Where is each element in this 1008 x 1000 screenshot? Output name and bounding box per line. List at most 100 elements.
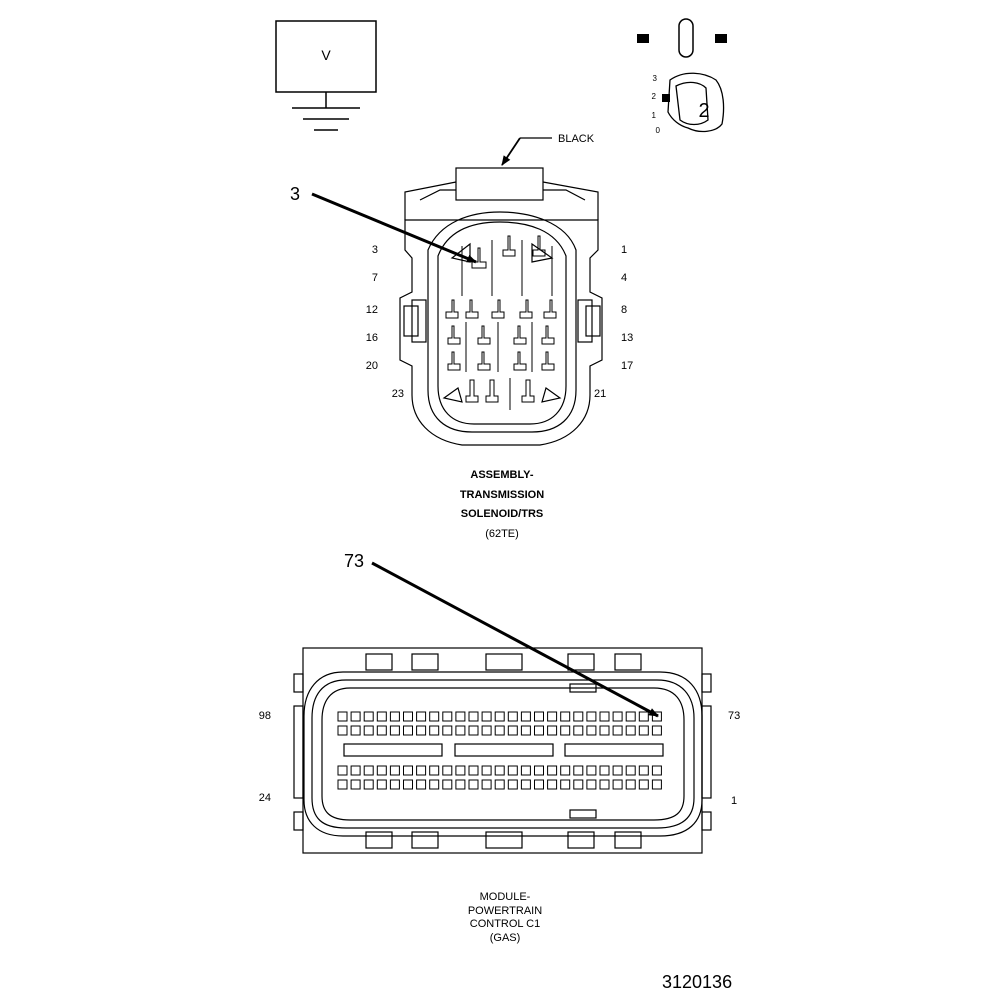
pcm-cavity xyxy=(468,779,479,790)
pcm-cavity xyxy=(455,711,466,722)
pcm-cavity xyxy=(520,779,531,790)
pcm-cavity xyxy=(363,779,374,790)
pin-label-23: 23 xyxy=(392,388,404,400)
probe-pin-label: 3 xyxy=(290,184,300,204)
pcm-cavity xyxy=(573,779,584,790)
pin-label-20: 20 xyxy=(366,360,378,372)
pcm-cavity xyxy=(337,765,348,776)
voltmeter-label: V xyxy=(321,47,331,63)
pcm-cavity xyxy=(429,779,440,790)
pcm-cavity xyxy=(442,765,453,776)
top-connector-pin-labels: 3 7 12 16 20 23 1 4 8 13 17 21 xyxy=(366,244,634,400)
pcm-cavity xyxy=(455,779,466,790)
pcm-cavity xyxy=(403,711,413,722)
pcm-cavity xyxy=(389,779,400,790)
pcm-cavity xyxy=(481,779,492,790)
pcm-cavity xyxy=(494,765,505,776)
probe-arrow-pin-3: 3 xyxy=(290,184,477,264)
pcm-cavity xyxy=(520,725,531,736)
bottom-connector-title: MODULE- POWERTRAIN CONTROL C1 (GAS) xyxy=(430,891,580,945)
pcm-cavity xyxy=(416,711,427,722)
pcm-cavity xyxy=(363,711,374,722)
pcm-cavity xyxy=(416,765,427,776)
pcm-cavity xyxy=(560,765,571,776)
pcm-cavity xyxy=(468,711,479,722)
pcm-cavity xyxy=(586,779,597,790)
pcm-cavity xyxy=(612,711,623,722)
pcm-cavity xyxy=(638,779,649,790)
pcm-cavity xyxy=(481,725,492,736)
pcm-cavity xyxy=(442,711,453,722)
pcm-cavity xyxy=(442,779,453,790)
pin-label-98: 98 xyxy=(259,710,271,722)
pcm-cavity xyxy=(599,711,610,722)
pcm-cavity xyxy=(389,725,400,736)
ground-icon xyxy=(292,107,360,131)
bottom-title-line-3: CONTROL C1 xyxy=(469,918,541,930)
pcm-cavity xyxy=(350,779,361,790)
color-callout-label: BLACK xyxy=(558,133,595,145)
gauge-scale-1: 1 xyxy=(652,111,657,120)
pcm-cavity xyxy=(376,725,387,736)
pcm-cavity xyxy=(560,725,571,736)
pcm-cavity xyxy=(481,765,492,776)
pin-label-3: 3 xyxy=(372,244,378,256)
pin-label-24: 24 xyxy=(259,792,271,804)
pcm-cavity xyxy=(534,711,544,722)
pcm-cavity xyxy=(337,725,348,736)
probe-arrow-pin-73: 73 xyxy=(344,551,659,718)
pcm-cavity xyxy=(573,765,584,776)
voltmeter-symbol: V xyxy=(275,20,377,131)
pcm-cavity xyxy=(468,765,479,776)
gauge-scale-0: 0 xyxy=(656,126,661,135)
pin-label-16: 16 xyxy=(366,332,378,344)
pcm-cavity xyxy=(547,725,558,736)
pcm-cavity xyxy=(547,711,558,722)
pcm-cavity xyxy=(403,765,413,776)
pcm-cavity xyxy=(442,725,453,736)
pcm-cavity xyxy=(651,779,662,790)
top-title-line-2: TRANSMISSION xyxy=(459,488,545,501)
pcm-cavity xyxy=(455,765,466,776)
pcm-c1-connector xyxy=(293,647,712,854)
pin-label-12: 12 xyxy=(366,304,378,316)
pcm-cavity xyxy=(389,765,400,776)
pcm-cavity xyxy=(651,765,662,776)
pcm-cavity xyxy=(429,711,440,722)
pcm-cavity xyxy=(350,765,361,776)
pcm-cavity xyxy=(625,725,636,736)
pcm-cavity xyxy=(507,765,518,776)
pcm-terminal-cavities xyxy=(337,711,662,790)
pcm-cavity xyxy=(507,725,518,736)
top-title-line-3: SOLENOID/TRS xyxy=(460,508,544,520)
terminal-probe-icon xyxy=(637,18,727,58)
pin-label-13: 13 xyxy=(621,332,633,344)
pcm-cavity xyxy=(625,779,636,790)
pcm-cavity xyxy=(586,725,597,736)
top-title-line-1: ASSEMBLY- xyxy=(470,469,534,481)
pcm-cavity xyxy=(612,765,623,776)
pcm-cavity xyxy=(638,725,649,736)
pcm-cavity xyxy=(612,779,623,790)
pcm-cavity xyxy=(507,711,518,722)
pin-label-17: 17 xyxy=(621,360,633,372)
top-connector-title: ASSEMBLY- TRANSMISSION SOLENOID/TRS (62T… xyxy=(420,466,584,544)
pcm-cavity xyxy=(494,711,505,722)
pin-label-1: 1 xyxy=(621,244,627,256)
pcm-cavity xyxy=(494,725,505,736)
pcm-cavity xyxy=(363,765,374,776)
pcm-cavity xyxy=(494,779,505,790)
pcm-cavity xyxy=(429,765,440,776)
pin-label-4: 4 xyxy=(621,272,627,284)
bottom-connector-pin-labels: 98 24 73 1 xyxy=(259,710,741,807)
transmission-solenoid-connector xyxy=(399,167,603,446)
pcm-cavity xyxy=(625,765,636,776)
probe-pin-73-label: 73 xyxy=(344,551,364,571)
pcm-cavity xyxy=(429,725,440,736)
pcm-cavity xyxy=(547,779,558,790)
pcm-cavity xyxy=(534,725,544,736)
pcm-cavity xyxy=(560,779,571,790)
pcm-cavity xyxy=(376,711,387,722)
pcm-cavity xyxy=(573,711,584,722)
